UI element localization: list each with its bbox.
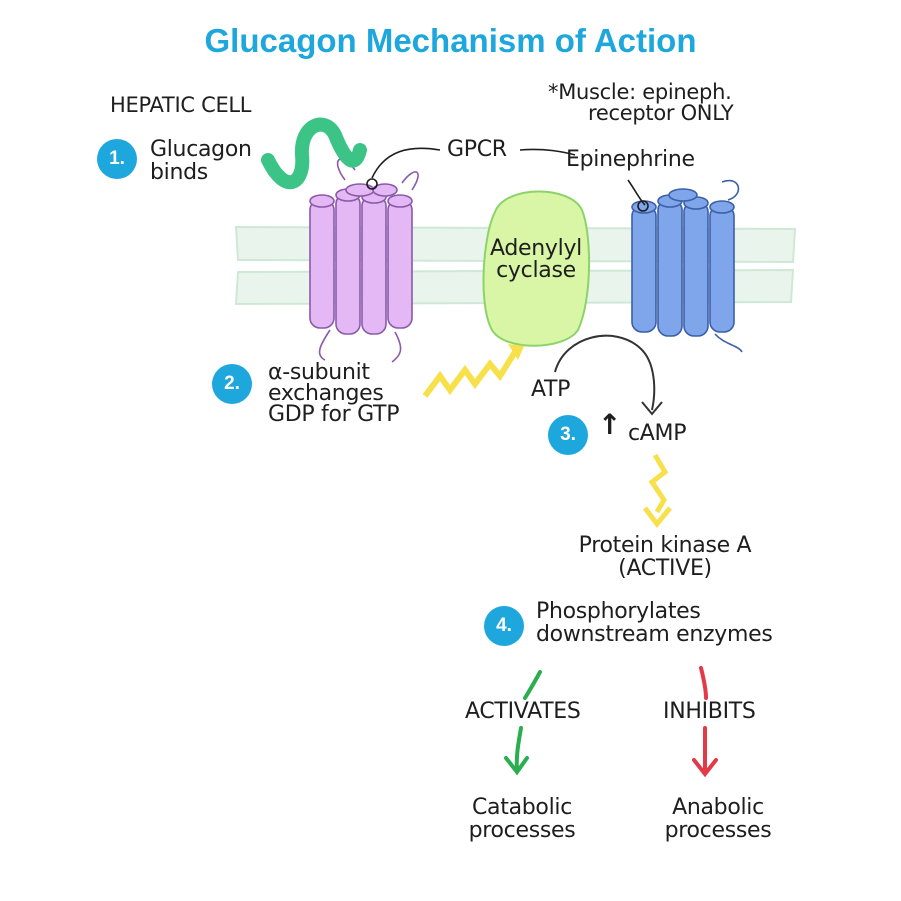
- step-2-line1: α-subunit: [268, 360, 370, 385]
- step-4-text: Phosphorylates downstream enzymes: [536, 600, 773, 646]
- muscle-note-line2: receptor ONLY: [588, 101, 734, 125]
- anabolic-line2: processes: [664, 818, 772, 843]
- muscle-note-line1: *Muscle: epineph.: [548, 80, 732, 104]
- step-2-line2: exchanges: [268, 381, 384, 406]
- glucagon-molecule: [261, 117, 367, 189]
- diagram-title: Glucagon Mechanism of Action: [204, 22, 697, 59]
- catabolic-line2: processes: [468, 818, 576, 843]
- activates-arrow: [504, 670, 542, 776]
- step-1-line1: Glucagon: [150, 137, 252, 162]
- inhibits-arrow: [692, 666, 718, 778]
- gpcr-pointers: [366, 147, 649, 212]
- activates-label: ACTIVATES: [465, 699, 581, 724]
- adenylyl-label: Adenylyl: [490, 236, 582, 261]
- gtp-signal-arrow: [422, 344, 524, 398]
- atp-to-camp-arrow: [554, 334, 663, 416]
- step-2-badge: 2.: [212, 364, 252, 404]
- step-1-text: Glucagon binds: [150, 138, 252, 184]
- adenylyl-cyclase: [482, 190, 591, 347]
- atp-label: ATP: [531, 377, 571, 402]
- step-2-line3: GDP for GTP: [268, 402, 400, 427]
- hepatic-cell-label: HEPATIC CELL: [110, 93, 252, 117]
- anabolic-processes-label: Anabolic processes: [648, 796, 788, 842]
- step-4-line2: downstream enzymes: [536, 622, 773, 647]
- catabolic-line1: Catabolic: [472, 795, 572, 820]
- anabolic-line1: Anabolic: [672, 795, 764, 820]
- pka-label: Protein kinase A (ACTIVE): [570, 534, 760, 580]
- step-1-line2: binds: [150, 160, 208, 185]
- gpcr-label: GPCR: [447, 137, 507, 162]
- pka-line2: (ACTIVE): [618, 556, 712, 581]
- adenylyl-cyclase-label: Adenylyl cyclase: [484, 238, 588, 282]
- step-4-line1: Phosphorylates: [536, 599, 701, 624]
- step-3-badge: 3.: [548, 415, 588, 455]
- inhibits-label: INHIBITS: [663, 699, 756, 724]
- camp-signal-arrow: [643, 453, 672, 529]
- pka-line1: Protein kinase A: [578, 533, 752, 558]
- catabolic-processes-label: Catabolic processes: [452, 796, 592, 842]
- step-2-text: α-subunit exchanges GDP for GTP: [268, 360, 400, 427]
- epinephrine-label: Epinephrine: [566, 147, 695, 172]
- step-1-badge: 1.: [97, 139, 137, 179]
- glucagon-receptor: [309, 158, 419, 363]
- cyclase-label: cyclase: [496, 258, 576, 283]
- step-3-up-arrow: ↑: [598, 408, 622, 441]
- step-4-badge: 4.: [484, 606, 524, 646]
- muscle-note: *Muscle: epineph. receptor ONLY: [548, 80, 734, 125]
- camp-label: cAMP: [628, 421, 687, 446]
- epinephrine-receptor: [631, 179, 743, 353]
